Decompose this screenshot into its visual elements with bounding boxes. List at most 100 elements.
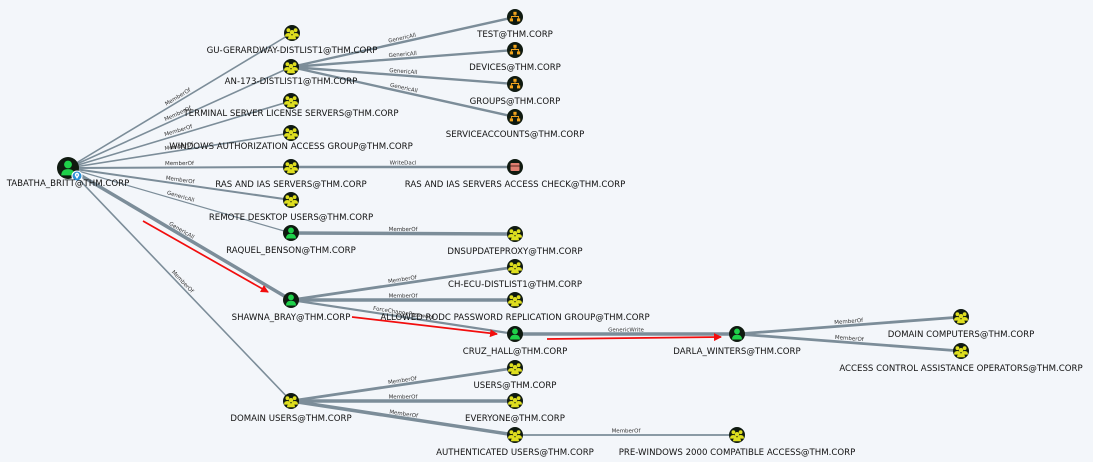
node-label: AUTHENTICATED USERS@THM.CORP [436, 448, 594, 458]
edge-line [289, 265, 517, 302]
edge[interactable]: MemberOf [289, 265, 517, 302]
node-label: DEVICES@THM.CORP [469, 63, 561, 73]
edge[interactable]: MemberOf [67, 161, 292, 169]
group-icon [283, 393, 299, 409]
node-label: TERMINAL SERVER LICENSE SERVERS@THM.CORP [182, 109, 398, 119]
nodes-layer: TABATHA_BRITT@THM.CORP GU-GERARDWAY-DISTL… [6, 9, 1083, 458]
edge[interactable]: WriteDacl [289, 161, 517, 169]
edge[interactable]: MemberOf [735, 315, 963, 336]
group-icon [729, 427, 745, 443]
edge-line [67, 32, 293, 169]
edge-label: GenericAll [388, 51, 417, 59]
node-darla[interactable]: DARLA_WINTERS@THM.CORP [673, 326, 801, 357]
edge-line [289, 48, 517, 69]
edge-line [289, 366, 517, 403]
node-label: SHAWNA_BRAY@THM.CORP [232, 313, 351, 323]
node-users[interactable]: USERS@THM.CORP [474, 360, 557, 391]
node-test[interactable]: TEST@THM.CORP [476, 9, 553, 40]
edge-label: GenericAll [166, 190, 195, 204]
ou-icon [507, 9, 523, 25]
node-ras[interactable]: RAS AND IAS SERVERS@THM.CORP [215, 159, 367, 190]
node-svcaccts[interactable]: SERVICEACCOUNTS@THM.CORP [446, 109, 585, 140]
group-icon [283, 192, 299, 208]
node-shawna[interactable]: SHAWNA_BRAY@THM.CORP [232, 292, 351, 323]
edge-label: MemberOf [389, 395, 419, 401]
node-raquel[interactable]: RAQUEL_BENSON@THM.CORP [226, 225, 356, 256]
node-dnsup[interactable]: DNSUPDATEPROXY@THM.CORP [447, 226, 583, 257]
edge-label: MemberOf [389, 409, 420, 419]
edge[interactable]: GenericAll [289, 65, 517, 86]
group-icon [283, 59, 299, 75]
node-everyone[interactable]: EVERYONE@THM.CORP [465, 393, 565, 424]
edge-line [289, 298, 517, 336]
node-checu[interactable]: CH-ECU-DISTLIST1@THM.CORP [448, 259, 582, 290]
edge-label: MemberOf [165, 161, 195, 167]
node-acao[interactable]: ACCESS CONTROL ASSISTANCE OPERATORS@THM.… [839, 343, 1083, 374]
node-label: DOMAIN COMPUTERS@THM.CORP [888, 330, 1035, 340]
group-icon [953, 343, 969, 359]
node-label: CRUZ_HALL@THM.CORP [463, 347, 568, 357]
node-domcomp[interactable]: DOMAIN COMPUTERS@THM.CORP [888, 309, 1035, 340]
edge[interactable]: MemberOf [67, 132, 292, 169]
group-icon [507, 226, 523, 242]
node-prew2k[interactable]: PRE-WINDOWS 2000 COMPATIBLE ACCESS@THM.C… [619, 427, 856, 458]
node-domusers[interactable]: DOMAIN USERS@THM.CORP [230, 393, 352, 424]
edge[interactable]: GenericWrite [513, 328, 739, 336]
attack-path-arrow [546, 333, 722, 342]
ou-icon [507, 42, 523, 58]
edge-line [735, 332, 963, 353]
owned-marker-icon [71, 170, 83, 182]
edge[interactable]: MemberOf [735, 332, 963, 353]
node-rdu[interactable]: REMOTE DESKTOP USERS@THM.CORP [209, 192, 373, 223]
node-gu[interactable]: GU-GERARDWAY-DISTLIST1@THM.CORP [207, 25, 378, 56]
node-waag[interactable]: WINDOWS AUTHORIZATION ACCESS GROUP@THM.C… [169, 125, 413, 152]
edge[interactable]: MemberOf [289, 294, 517, 302]
node-label: TABATHA_BRITT@THM.CORP [6, 179, 130, 189]
node-groups[interactable]: GROUPS@THM.CORP [470, 76, 561, 107]
group-icon [284, 25, 300, 41]
edge-label: MemberOf [612, 429, 642, 435]
edge-line [67, 100, 292, 169]
node-label: CH-ECU-DISTLIST1@THM.CORP [448, 280, 582, 290]
node-allowedrodc[interactable]: ALLOWED RODC PASSWORD REPLICATION GROUP@… [380, 292, 650, 323]
edge-label: MemberOf [389, 294, 419, 300]
group-icon [283, 159, 299, 175]
group-icon [507, 393, 523, 409]
node-cruz[interactable]: CRUZ_HALL@THM.CORP [463, 326, 568, 357]
edge-line [289, 399, 517, 437]
user-icon [283, 225, 299, 241]
node-an173[interactable]: AN-173-DISTLIST1@THM.CORP [225, 59, 358, 87]
edge[interactable]: MemberOf [67, 167, 292, 201]
edge[interactable]: MemberOf [289, 395, 517, 403]
edge[interactable]: MemberOf [289, 227, 517, 236]
edge-line [67, 132, 292, 169]
node-tsls[interactable]: TERMINAL SERVER LICENSE SERVERS@THM.CORP [182, 93, 399, 119]
edge-line [67, 166, 292, 169]
edge-label: MemberOf [170, 270, 195, 296]
edge[interactable]: GenericAll [289, 48, 517, 69]
node-label: RAQUEL_BENSON@THM.CORP [226, 246, 356, 256]
node-devices[interactable]: DEVICES@THM.CORP [469, 42, 561, 73]
edge-line [289, 15, 517, 69]
node-label: RAS AND IAS SERVERS ACCESS CHECK@THM.COR… [405, 180, 626, 190]
attack-path-arrow [142, 220, 269, 293]
edge-label: MemberOf [165, 176, 196, 186]
container-icon [507, 159, 523, 175]
edge[interactable]: MemberOf [289, 399, 517, 437]
node-label: ACCESS CONTROL ASSISTANCE OPERATORS@THM.… [839, 364, 1082, 374]
edge[interactable]: MemberOf [67, 167, 292, 402]
group-icon [507, 259, 523, 275]
node-authusers[interactable]: AUTHENTICATED USERS@THM.CORP [436, 427, 594, 458]
group-icon [507, 360, 523, 376]
attack-path-arrow [351, 316, 498, 338]
edge-label: GenericWrite [608, 328, 644, 334]
node-label: DOMAIN USERS@THM.CORP [230, 414, 351, 424]
edge[interactable]: MemberOf [514, 429, 738, 436]
node-tabatha[interactable]: TABATHA_BRITT@THM.CORP [6, 157, 130, 189]
edge-line [67, 167, 292, 234]
edge[interactable]: MemberOf [289, 366, 517, 403]
node-label: AN-173-DISTLIST1@THM.CORP [225, 77, 358, 87]
node-rasac[interactable]: RAS AND IAS SERVERS ACCESS CHECK@THM.COR… [405, 159, 626, 190]
edge-label: MemberOf [164, 142, 195, 153]
